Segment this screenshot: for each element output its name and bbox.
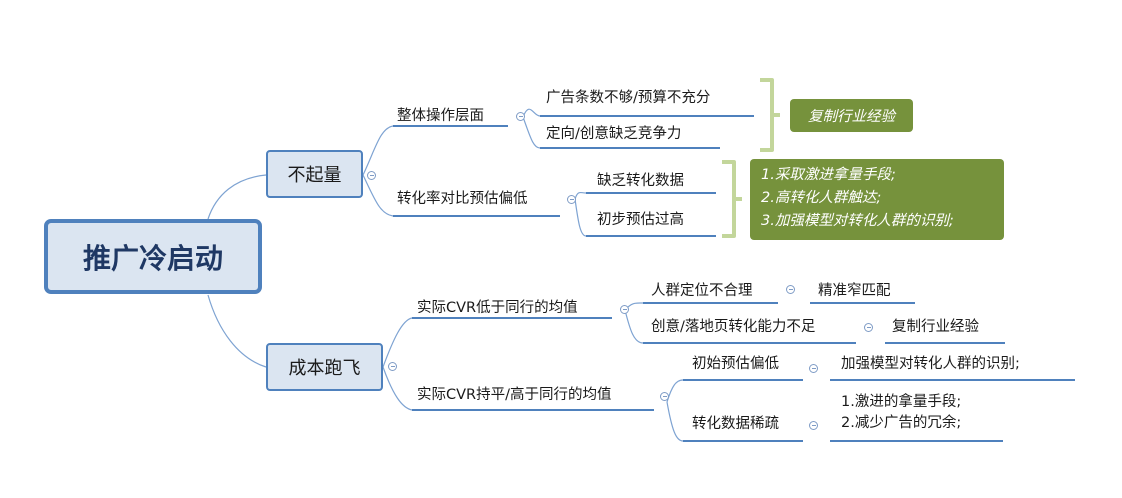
connector-branch-2-child-1-tail	[382, 366, 413, 411]
connector-flat-items-bottom	[666, 401, 684, 442]
node-target-creative[interactable]: 定向/创意缺乏竞争力	[546, 126, 682, 142]
bracket-overall	[760, 78, 780, 152]
node-cvr-equal-above-peers[interactable]: 实际CVR持平/高于同行的均值	[417, 387, 612, 403]
leaf-line-aggressive: 1.激进的拿量手段;	[841, 394, 962, 410]
connector-overall-items-bottom	[522, 116, 541, 149]
node-sparse-conversion-data[interactable]: 转化数据稀疏	[692, 416, 779, 432]
collapse-toggle-cost-runaway[interactable]	[388, 362, 397, 371]
callout-measure-line-3: 3.加强模型对转化人群的识别;	[761, 213, 954, 229]
branch-node-no-volume[interactable]: 不起量	[266, 150, 363, 198]
connector-flat-items-top	[666, 379, 684, 403]
connector-root-to-branch-2	[207, 294, 267, 368]
node-copy-industry-experience[interactable]: 复制行业经验	[892, 319, 979, 335]
collapse-toggle-cvr-compare[interactable]	[567, 195, 576, 204]
node-precise-narrow-match[interactable]: 精准窄匹配	[818, 283, 891, 299]
collapse-toggle-initial-low[interactable]	[809, 364, 818, 373]
collapse-toggle-creative[interactable]	[864, 323, 873, 332]
root-label: 推广冷启动	[82, 241, 223, 275]
collapse-toggle-no-volume[interactable]	[367, 171, 376, 180]
node-overall-operation[interactable]: 整体操作层面	[397, 108, 484, 124]
callout-copy-industry-label: 复制行业经验	[808, 109, 895, 125]
callout-copy-industry-experience[interactable]: 复制行业经验	[790, 99, 913, 132]
node-audience-mismatch[interactable]: 人群定位不合理	[651, 283, 753, 299]
node-creative-landing-weak[interactable]: 创意/落地页转化能力不足	[651, 319, 816, 335]
node-cvr-below-peers[interactable]: 实际CVR低于同行的均值	[417, 300, 578, 316]
node-ad-count-budget[interactable]: 广告条数不够/预算不充分	[546, 90, 711, 106]
branch-label-cost-runaway: 成本跑飞	[288, 358, 361, 379]
connector-low-items-bottom	[624, 309, 644, 344]
leaf-line-reduce-redundancy: 2.减少广告的冗余;	[841, 415, 962, 431]
collapse-toggle-overall[interactable]	[516, 112, 525, 121]
connector-root-to-branch-1	[207, 174, 267, 220]
callout-volume-measures[interactable]: 1.采取激进拿量手段; 2.高转化人群触达; 3.加强模型对转化人群的识别;	[750, 159, 1004, 240]
root-node[interactable]: 推广冷启动	[44, 219, 262, 294]
collapse-toggle-cvr-flat[interactable]	[660, 392, 669, 401]
connector-branch-2-child-1	[382, 317, 413, 368]
branch-node-cost-runaway[interactable]: 成本跑飞	[266, 343, 383, 391]
branch-label-no-volume: 不起量	[287, 165, 342, 186]
node-cvr-compare[interactable]: 转化率对比预估偏低	[397, 191, 528, 207]
callout-measure-line-1: 1.采取激进拿量手段;	[761, 167, 896, 183]
connector-branch-1-child-2	[362, 174, 394, 217]
collapse-toggle-cvr-low[interactable]	[620, 305, 629, 314]
node-lack-conversion-data[interactable]: 缺乏转化数据	[597, 173, 684, 189]
collapse-toggle-sparse[interactable]	[809, 421, 818, 430]
node-initial-estimate-high[interactable]: 初步预估过高	[597, 212, 684, 228]
connector-branch-1-child-1	[362, 125, 394, 176]
connector-cvr-items-bottom	[574, 198, 587, 237]
connector-cvr-items-top	[574, 191, 587, 200]
node-initial-estimate-low[interactable]: 初始预估偏低	[692, 356, 779, 372]
collapse-toggle-crowd[interactable]	[786, 285, 795, 294]
node-strengthen-model[interactable]: 加强模型对转化人群的识别;	[841, 356, 1020, 372]
connector-overall-items-top	[522, 108, 541, 118]
bracket-cvr	[722, 160, 742, 238]
callout-measure-line-2: 2.高转化人群触达;	[761, 190, 882, 206]
node-aggressive-measures[interactable]: 1.激进的拿量手段; 2.减少广告的冗余;	[841, 392, 961, 434]
